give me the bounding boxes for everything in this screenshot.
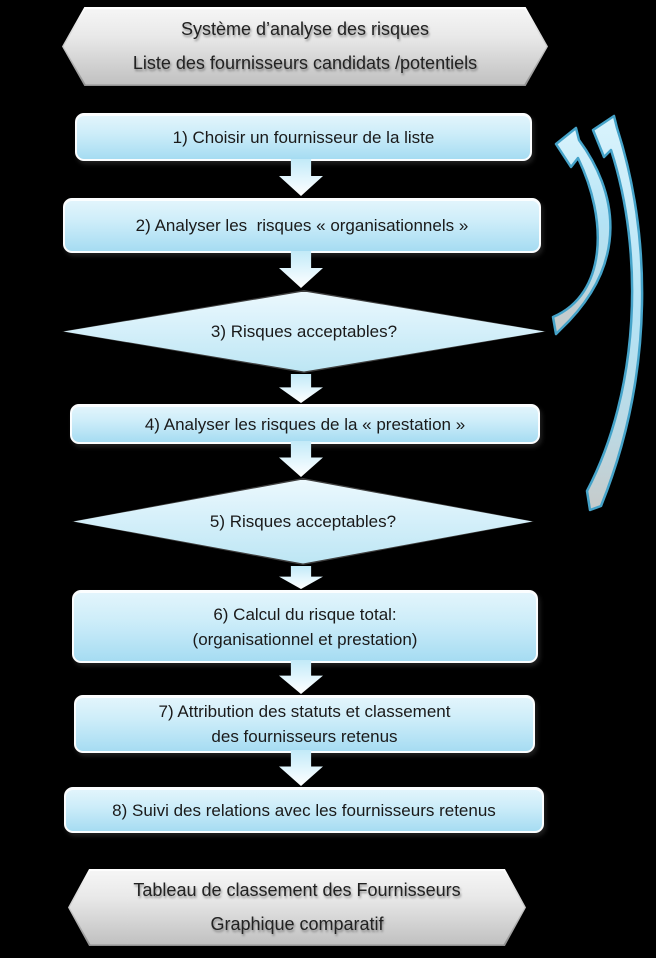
loop-arrow-step3-to-step1-icon bbox=[551, 126, 612, 336]
step-3-decision-fill: 3) Risques acceptables? bbox=[63, 291, 545, 372]
down-arrow-7-icon bbox=[279, 750, 323, 786]
step-4-label: 4) Analyser les risques de la « prestati… bbox=[144, 414, 466, 434]
end-terminator: Tableau de classement des Fournisseurs G… bbox=[68, 869, 526, 946]
step-3-decision: 3) Risques acceptables? bbox=[62, 290, 546, 373]
step-1-label: 1) Choisir un fournisseur de la liste bbox=[172, 127, 435, 147]
step-2-process: 2) Analyser les risques « organisationne… bbox=[63, 198, 541, 253]
step-5-label: 5) Risques acceptables? bbox=[209, 512, 397, 531]
down-arrow-1-icon bbox=[279, 159, 323, 196]
start-terminator-fill: Système d’analyse des risques Liste des … bbox=[63, 8, 547, 85]
step-6-label: 6) Calcul du risque total: (organisation… bbox=[192, 604, 418, 649]
step-8-label: 8) Suivi des relations avec les fourniss… bbox=[112, 800, 496, 820]
terminator-line: Liste des fournisseurs candidats /potent… bbox=[132, 53, 478, 73]
terminator-line: Tableau de classement des Fournisseurs bbox=[133, 880, 461, 900]
step-7-process: 7) Attribution des statuts et classement… bbox=[74, 695, 535, 753]
step-5-decision: 5) Risques acceptables? bbox=[72, 478, 534, 565]
step-3-label: 3) Risques acceptables? bbox=[210, 322, 398, 341]
start-terminator: Système d’analyse des risques Liste des … bbox=[62, 7, 548, 86]
down-arrow-6-icon bbox=[279, 660, 323, 694]
loop-arrow-step5-to-step1-icon bbox=[585, 114, 644, 512]
step-4-process: 4) Analyser les risques de la « prestati… bbox=[70, 404, 540, 444]
step-6-process: 6) Calcul du risque total: (organisation… bbox=[72, 590, 538, 663]
down-arrow-4-icon bbox=[279, 441, 323, 477]
down-arrow-3-icon bbox=[279, 374, 323, 403]
terminator-line: Système d’analyse des risques bbox=[180, 19, 430, 39]
down-arrow-2-icon bbox=[279, 251, 323, 288]
down-arrow-5-icon bbox=[279, 566, 323, 589]
step-2-label: 2) Analyser les risques « organisationne… bbox=[135, 216, 469, 235]
end-terminator-fill: Tableau de classement des Fournisseurs G… bbox=[69, 870, 525, 945]
step-8-process: 8) Suivi des relations avec les fourniss… bbox=[64, 787, 544, 833]
terminator-line: Graphique comparatif bbox=[210, 914, 384, 934]
step-7-label: 7) Attribution des statuts et classement… bbox=[158, 702, 451, 746]
step-1-process: 1) Choisir un fournisseur de la liste bbox=[75, 113, 532, 161]
step-5-decision-fill: 5) Risques acceptables? bbox=[73, 479, 533, 564]
